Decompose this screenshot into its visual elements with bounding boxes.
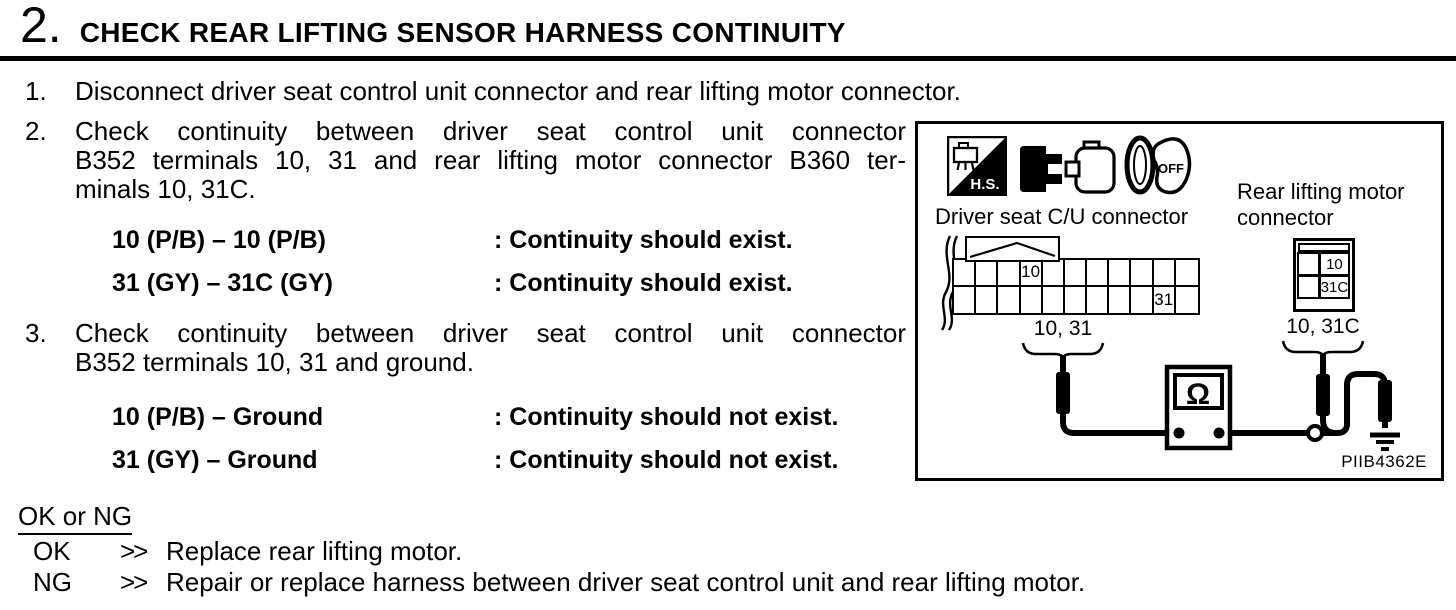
outcome-arrow: >> bbox=[120, 567, 148, 597]
outcome-arrow: >> bbox=[120, 536, 148, 566]
label-line: connector bbox=[1237, 205, 1334, 230]
step-number: 2. bbox=[25, 116, 47, 146]
ohmmeter: Ω bbox=[1164, 364, 1233, 451]
outcome-action-ng: Repair or replace harness between driver… bbox=[166, 567, 1086, 597]
step-line: minals 10, 31C. bbox=[75, 174, 256, 204]
spec-result: : Continuity should exist. bbox=[494, 269, 793, 297]
ground-symbol bbox=[1370, 432, 1400, 451]
driver-seat-connector-label: Driver seat C/U connector bbox=[935, 204, 1189, 229]
spec-terminals: 10 (P/B) – Ground bbox=[112, 403, 324, 431]
terminal-cell-31c: 31C bbox=[1318, 275, 1350, 299]
step-line: Disconnect driver seat control unit conn… bbox=[75, 76, 961, 106]
ground-loop-wire bbox=[1218, 371, 1388, 436]
spec-terminals: 31 (GY) – Ground bbox=[112, 446, 318, 474]
test-probe bbox=[1316, 374, 1330, 416]
terminal-cell-10: 10 bbox=[1020, 260, 1043, 287]
step-number: 3. bbox=[25, 318, 47, 348]
ignition-off-label: OFF bbox=[1158, 161, 1184, 176]
hs-icon-label: H.S. bbox=[970, 176, 999, 193]
step-text: Disconnect driver seat control unit conn… bbox=[75, 77, 1015, 106]
label-line: Rear lifting motor bbox=[1237, 179, 1405, 204]
meter-terminal bbox=[1213, 427, 1225, 439]
step-text: Check continuity between driver seat con… bbox=[75, 319, 906, 377]
step-text: Check continuity between driver seat con… bbox=[75, 117, 906, 204]
spec-result: : Continuity should not exist. bbox=[494, 446, 839, 474]
spec-result: : Continuity should exist. bbox=[494, 226, 793, 254]
connector-latch-tab bbox=[965, 236, 1060, 262]
connector-strip bbox=[1298, 243, 1350, 252]
terminals-callout-10-31c: 10, 31C bbox=[1286, 315, 1360, 338]
section-heading: CHECK REAR LIFTING SENSOR HARNESS CONTIN… bbox=[79, 17, 846, 48]
figure-code: PIIB4362E bbox=[1341, 452, 1427, 471]
test-probe bbox=[1056, 372, 1070, 414]
disconnect-connector-icon bbox=[1020, 140, 1116, 194]
test-circuit-drawing: Ω bbox=[1056, 354, 1400, 451]
spec-terminals: 10 (P/B) – 10 (P/B) bbox=[112, 226, 326, 254]
underbrace bbox=[1021, 342, 1105, 358]
probe-wire bbox=[1060, 356, 1180, 436]
step-line: Check continuity between driver seat con… bbox=[75, 116, 906, 146]
title-divider bbox=[0, 56, 1456, 61]
driver-connector-grid: 10 31 bbox=[952, 258, 1200, 315]
spec-result: : Continuity should not exist. bbox=[494, 403, 839, 431]
step-line: B352 terminals 10, 31 and rear lifting m… bbox=[75, 145, 906, 175]
underbrace bbox=[1281, 340, 1365, 356]
outcome-label-ng: NG bbox=[33, 567, 72, 597]
section-number: 2. bbox=[20, 0, 62, 53]
connector-probe-wire bbox=[1320, 354, 1337, 436]
outcome-action-ok: Replace rear lifting motor. bbox=[166, 536, 463, 566]
wiring-check-figure: H.S. OFF Driver seat C/U connector Rear … bbox=[915, 121, 1444, 481]
outcome-label-ok: OK bbox=[33, 536, 71, 566]
terminals-callout-10-31: 10, 31 bbox=[1033, 317, 1093, 340]
terminal-cell-31: 31 bbox=[1154, 286, 1176, 313]
latch-tab-lines bbox=[969, 241, 1056, 259]
section-title: 2. CHECK REAR LIFTING SENSOR HARNESS CON… bbox=[20, 0, 846, 54]
ok-or-ng-heading: OK or NG bbox=[18, 501, 133, 535]
spec-terminals: 31 (GY) – 31C (GY) bbox=[112, 269, 333, 297]
test-probe bbox=[1378, 380, 1392, 422]
wire-junction bbox=[1306, 424, 1324, 442]
hs-harness-connector-icon: H.S. bbox=[947, 136, 1007, 196]
rear-lifting-motor-connector-label: Rear lifting motor connector bbox=[1237, 179, 1405, 231]
ohm-symbol: Ω bbox=[1186, 378, 1210, 411]
step-number: 1. bbox=[25, 76, 47, 106]
step-line: Check continuity between driver seat con… bbox=[75, 318, 906, 348]
rear-motor-connector-grid: 10 31C bbox=[1293, 238, 1355, 312]
meter-terminal bbox=[1173, 427, 1185, 439]
ignition-off-icon: OFF bbox=[1124, 135, 1192, 195]
step-line: B352 terminals 10, 31 and ground. bbox=[75, 347, 474, 377]
